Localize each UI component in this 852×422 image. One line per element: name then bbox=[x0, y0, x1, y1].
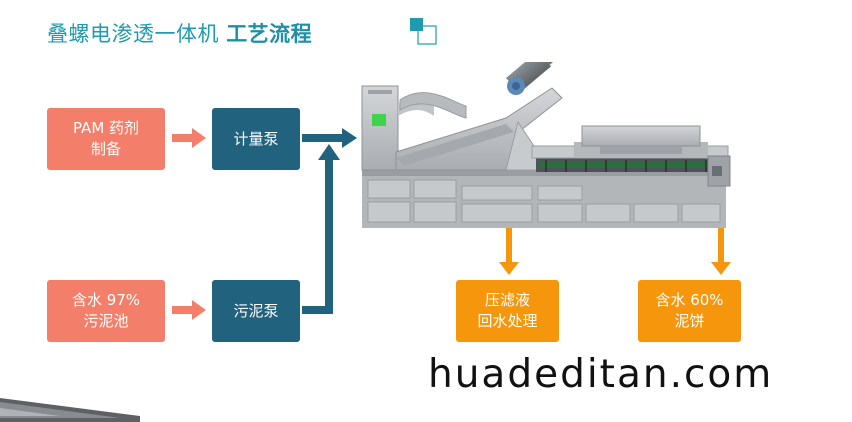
watermark-text: huadeditan.com bbox=[428, 352, 774, 397]
arrow-machine-to-cake bbox=[711, 210, 731, 275]
cake-line2: 泥饼 bbox=[674, 312, 705, 330]
sludge-source-line2: 污泥池 bbox=[83, 312, 129, 330]
meter-pump-label: 计量泵 bbox=[233, 129, 279, 148]
pam-prep-box: PAM 药剂 制备 bbox=[47, 108, 165, 170]
filtrate-line1: 压滤液 bbox=[484, 291, 530, 309]
filtrate-line2: 回水处理 bbox=[477, 312, 538, 330]
sludge-pump-box: 污泥泵 bbox=[212, 280, 300, 342]
arrow-sludge-to-pump bbox=[172, 300, 206, 320]
page-title: 叠螺电渗透一体机 工艺流程 bbox=[47, 18, 312, 48]
arrow-pam-to-meter bbox=[172, 128, 206, 148]
title-bold: 工艺流程 bbox=[226, 22, 313, 46]
sludge-source-line1: 含水 97% bbox=[71, 291, 141, 309]
dewatering-machine-illustration bbox=[361, 62, 731, 228]
arrow-meter-to-machine bbox=[302, 128, 357, 148]
meter-pump-box: 计量泵 bbox=[212, 108, 300, 170]
cake-line1: 含水 60% bbox=[655, 291, 724, 309]
sludge-pump-label: 污泥泵 bbox=[233, 301, 279, 320]
filtrate-box: 压滤液 回水处理 bbox=[456, 280, 559, 342]
pam-line2: 制备 bbox=[90, 140, 121, 158]
title-main: 叠螺电渗透一体机 bbox=[47, 22, 227, 46]
arrow-machine-to-filtrate bbox=[499, 228, 519, 275]
decorative-corner-photo bbox=[0, 398, 140, 422]
pam-line1: PAM 药剂 bbox=[72, 119, 140, 137]
cake-box: 含水 60% 泥饼 bbox=[638, 280, 741, 342]
corner-square-icon bbox=[410, 18, 437, 45]
sludge-source-box: 含水 97% 污泥池 bbox=[47, 280, 165, 342]
arrow-pump-to-machine bbox=[302, 144, 340, 314]
